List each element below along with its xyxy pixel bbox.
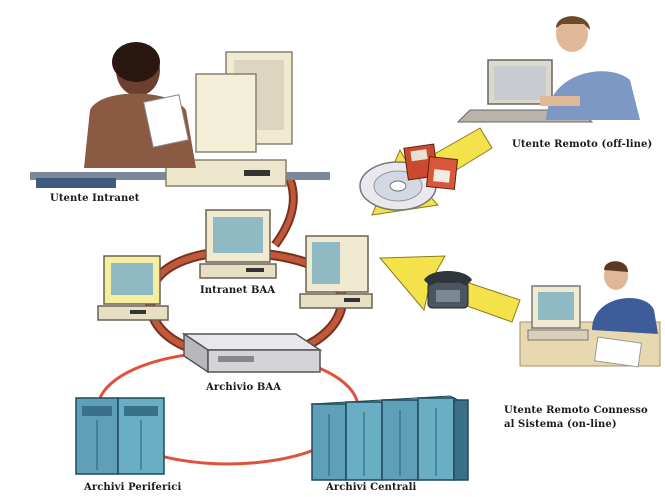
remote-online-user-illustration	[519, 261, 661, 368]
label-intranet-baa: Intranet BAA	[200, 285, 276, 296]
label-archivio-baa: Archivio BAA	[206, 382, 282, 393]
workstation-right	[299, 235, 373, 309]
label-utente-remoto-offline: Utente Remoto (off-line)	[512, 139, 653, 150]
archivio-baa-device	[181, 332, 323, 374]
remote-offline-user-illustration	[456, 16, 640, 123]
label-archivi-centrali: Archivi Centrali	[326, 482, 417, 493]
floppy-disks-icon	[403, 143, 459, 190]
label-archivi-periferici: Archivi Periferici	[84, 482, 182, 493]
workstation-top	[199, 209, 277, 279]
telephone-icon	[424, 271, 472, 309]
label-utente-intranet: Utente Intranet	[50, 193, 140, 204]
workstation-left	[97, 255, 169, 321]
intranet-user-illustration	[30, 42, 330, 188]
label-utente-remoto-connesso-line1: Utente Remoto Connesso	[504, 405, 648, 416]
archivi-centrali-servers	[310, 395, 469, 481]
archivi-periferici-servers	[75, 397, 165, 475]
label-utente-remoto-connesso-line2: al Sistema (on-line)	[504, 419, 617, 430]
